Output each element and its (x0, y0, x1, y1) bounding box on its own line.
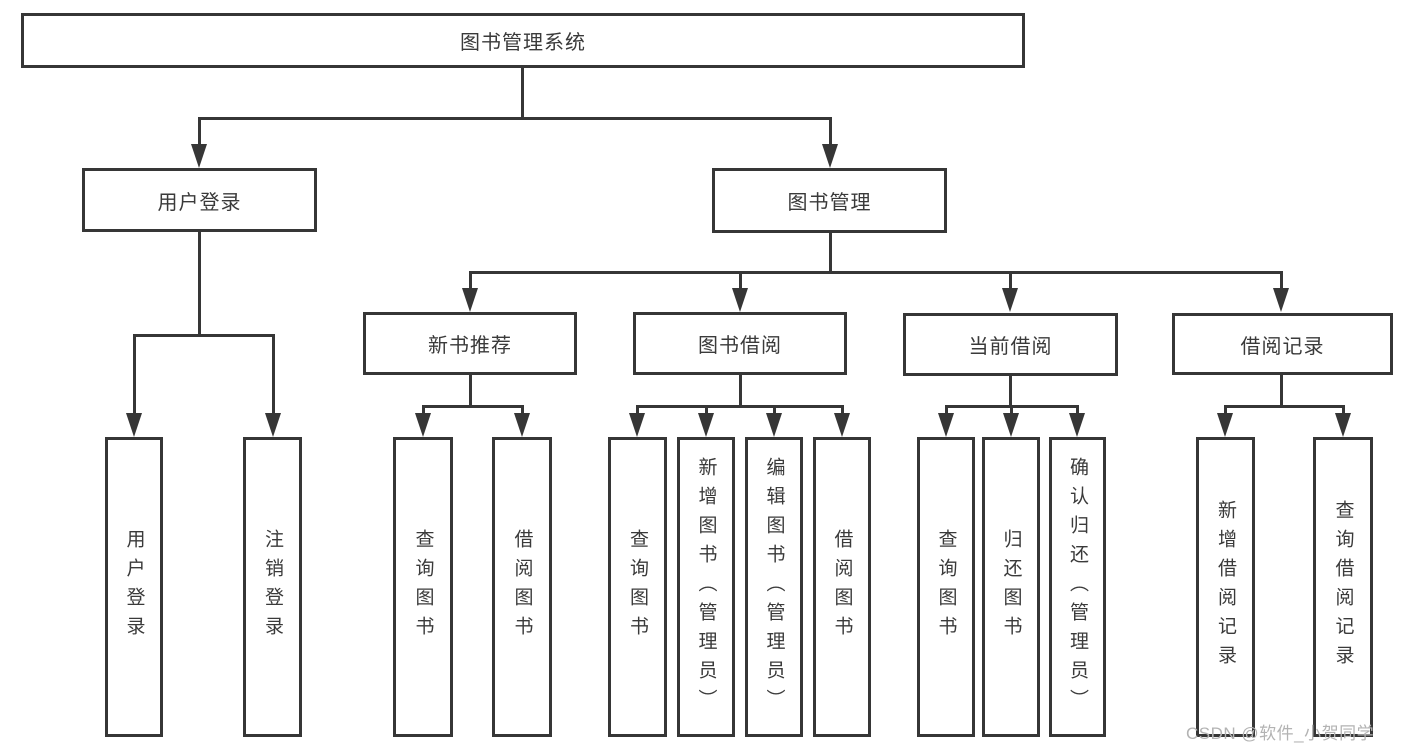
connector-book-borrow-bar (635, 405, 844, 408)
arrow-to-cb-confirm (1069, 413, 1085, 437)
connector-drop-cb-return (1009, 405, 1013, 419)
node-book-borrow-label: 图书借阅 (698, 335, 782, 357)
leaf-borrow-add-books-admin: 新增图书（管理员） (677, 437, 735, 737)
arrow-to-cb-query (938, 413, 954, 437)
leaf-borrow-edit-books-admin-label: 编辑图书（管理员） (763, 456, 785, 718)
node-new-book-recommend-label: 新书推荐 (428, 335, 512, 357)
leaf-recommend-query-books-label: 查询图书 (412, 529, 434, 645)
leaf-current-query-books: 查询图书 (917, 437, 975, 737)
leaf-record-add-borrow-record-label: 新增借阅记录 (1215, 500, 1236, 674)
connector-drop-leaf-logout (271, 334, 275, 420)
leaf-recommend-borrow-books-label: 借阅图书 (511, 529, 533, 645)
arrow-to-book-borrow (732, 288, 748, 312)
leaf-borrow-borrow-books-label: 借阅图书 (831, 529, 853, 645)
connector-root-bar (197, 117, 832, 120)
arrow-to-rec-borrow (514, 413, 530, 437)
node-root-label: 图书管理系统 (460, 32, 586, 54)
node-root: 图书管理系统 (21, 13, 1025, 68)
connector-borrow-record-bar (1223, 405, 1345, 408)
node-book-borrow: 图书借阅 (633, 312, 847, 375)
leaf-record-query-borrow-record-label: 查询借阅记录 (1332, 500, 1354, 674)
arrow-to-book-mgmt (822, 144, 838, 168)
connector-root-stem (520, 67, 524, 120)
leaf-borrow-query-books: 查询图书 (608, 437, 667, 737)
connector-drop-user-login (197, 117, 201, 150)
node-new-book-recommend: 新书推荐 (363, 312, 577, 375)
connector-drop-new-book-rec (468, 271, 472, 294)
connector-drop-rec-borrow (520, 405, 524, 419)
arrow-to-bb-borrow (834, 413, 850, 437)
arrow-to-borrow-record (1273, 288, 1289, 312)
connector-current-borrow-stem (1008, 376, 1012, 408)
leaf-recommend-query-books: 查询图书 (393, 437, 453, 737)
arrow-to-leaf-logout (265, 413, 281, 437)
arrow-to-current-borrow (1002, 288, 1018, 312)
leaf-logout-label: 注销登录 (262, 529, 283, 645)
arrow-to-user-login (191, 144, 207, 168)
connector-drop-cb-confirm (1075, 405, 1079, 419)
connector-drop-borrow-record (1279, 271, 1283, 294)
leaf-borrow-edit-books-admin: 编辑图书（管理员） (745, 437, 803, 737)
connector-drop-br-query (1341, 405, 1345, 419)
connector-drop-cb-query (944, 405, 948, 419)
arrow-to-rec-query (415, 413, 431, 437)
node-book-management-label: 图书管理 (787, 192, 872, 214)
connector-borrow-record-stem (1279, 375, 1283, 408)
arrow-to-bb-edit (766, 413, 782, 437)
connector-new-book-rec-stem (468, 374, 472, 408)
arrow-to-bb-add (698, 413, 714, 437)
connector-drop-leaf-login (132, 334, 136, 420)
leaf-current-return-books-label: 归还图书 (1000, 529, 1022, 645)
connector-drop-rec-query (421, 405, 425, 419)
connector-drop-book-borrow (738, 271, 742, 294)
connector-drop-bb-query (635, 405, 639, 419)
connector-book-borrow-stem (738, 375, 742, 408)
node-borrow-record: 借阅记录 (1172, 313, 1393, 375)
leaf-user-login-label: 用户登录 (123, 529, 145, 645)
arrow-to-new-book-rec (462, 288, 478, 312)
connector-drop-bb-borrow (840, 405, 844, 419)
connector-drop-book-mgmt (828, 117, 832, 150)
arrow-to-leaf-login (126, 413, 142, 437)
connector-user-login-bar (132, 334, 275, 337)
arrow-to-bb-query (629, 413, 645, 437)
connector-book-mgmt-stem (828, 233, 832, 274)
leaf-record-add-borrow-record: 新增借阅记录 (1196, 437, 1255, 737)
node-user-login: 用户登录 (82, 168, 317, 232)
node-current-borrow: 当前借阅 (903, 313, 1118, 376)
leaf-borrow-borrow-books: 借阅图书 (813, 437, 871, 737)
arrow-to-br-query (1335, 413, 1351, 437)
leaf-record-query-borrow-record: 查询借阅记录 (1313, 437, 1373, 737)
leaf-current-return-books: 归还图书 (982, 437, 1040, 737)
arrow-to-cb-return (1003, 413, 1019, 437)
arrow-to-br-add (1217, 413, 1233, 437)
leaf-borrow-query-books-label: 查询图书 (627, 529, 648, 645)
connector-drop-bb-add (704, 405, 708, 419)
node-user-login-label: 用户登录 (157, 191, 242, 214)
node-book-management: 图书管理 (712, 168, 947, 233)
connector-book-mgmt-bar (468, 271, 1283, 274)
leaf-recommend-borrow-books: 借阅图书 (492, 437, 552, 737)
connector-user-login-stem (197, 232, 201, 336)
node-current-borrow-label: 当前借阅 (968, 336, 1053, 358)
leaf-borrow-add-books-admin-label: 新增图书（管理员） (695, 456, 717, 718)
connector-drop-bb-edit (772, 405, 776, 419)
connector-drop-br-add (1223, 405, 1227, 419)
leaf-current-confirm-return-admin-label: 确认归还（管理员） (1067, 456, 1088, 718)
leaf-current-confirm-return-admin: 确认归还（管理员） (1049, 437, 1106, 737)
leaf-user-login: 用户登录 (105, 437, 163, 737)
connector-drop-current-borrow (1008, 271, 1012, 294)
connector-new-book-rec-bar (421, 405, 524, 408)
node-borrow-record-label: 借阅记录 (1240, 335, 1325, 358)
csdn-watermark: CSDN @软件_小贺同学 (1186, 724, 1375, 743)
leaf-current-query-books-label: 查询图书 (935, 529, 957, 645)
leaf-logout: 注销登录 (243, 437, 302, 737)
